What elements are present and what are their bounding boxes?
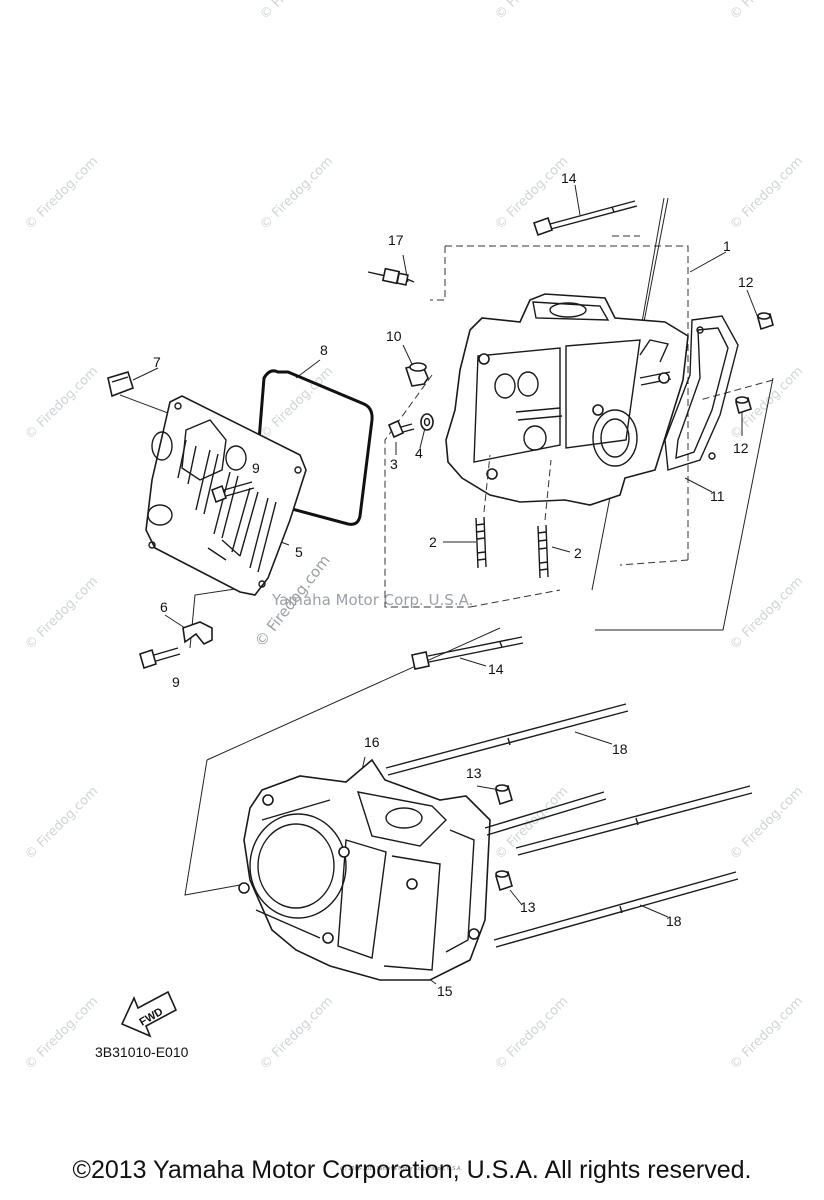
- long-stud-2: [484, 791, 607, 836]
- callout-10: 10: [386, 328, 402, 344]
- callout-18: 18: [666, 913, 682, 929]
- cylinder: [238, 758, 491, 981]
- watermark-inline: Yamaha Motor Corp. U.S.A.: [271, 591, 473, 609]
- callout-8: 8: [320, 342, 328, 358]
- cover-bolt-lower: [139, 647, 181, 670]
- callout-4: 4: [415, 445, 423, 461]
- watermark: © Firedog.com: [727, 994, 806, 1073]
- watermark: © Firedog.com: [257, 994, 336, 1073]
- watermark: © Firedog.com: [22, 994, 101, 1073]
- bracket: [182, 621, 213, 646]
- cap-nut: [404, 362, 429, 387]
- copyright-notice: ©2013 Yamaha Motor Corporation, U.S.A. A…: [72, 1156, 752, 1184]
- watermark: © Firedog.com: [257, 0, 336, 23]
- small-bolt: [387, 419, 415, 439]
- watermark: © Firedog.com: [727, 784, 806, 863]
- watermark: © Firedog.com: [22, 574, 101, 653]
- callout-7: 7: [153, 354, 161, 370]
- fwd-arrow-icon: FWD: [120, 990, 178, 1038]
- callout-13: 13: [520, 899, 536, 915]
- fine-print: (c) 2006-2016 Yamaha Motor Corporation, …: [340, 1166, 462, 1172]
- long-stud-3: [515, 785, 753, 856]
- watermark: © Firedog.com: [727, 154, 806, 233]
- callout-12: 12: [733, 440, 749, 456]
- long-stud-1: [385, 703, 629, 776]
- callout-6: 6: [160, 599, 168, 615]
- callout-13: 13: [466, 765, 482, 781]
- callout-5: 5: [295, 544, 303, 560]
- stud-left: [475, 454, 491, 569]
- cylinder-dowel-lower: [495, 870, 513, 892]
- callout-9: 9: [252, 460, 260, 476]
- callout-14: 14: [561, 170, 577, 186]
- callout-11: 11: [710, 488, 725, 504]
- callout-17: 17: [388, 232, 404, 248]
- diagram-code: 3B31010-E010: [95, 1044, 189, 1060]
- long-stud-4: [493, 871, 739, 948]
- head-assembly-boundary: [384, 235, 774, 608]
- callout-14: 14: [488, 661, 504, 677]
- callout-12: 12: [738, 274, 754, 290]
- cover-gasket: [253, 369, 374, 526]
- cylinder-dowel-upper: [495, 784, 513, 806]
- dowel-pin-lower: [735, 396, 752, 415]
- callout-1: 1: [723, 238, 731, 254]
- breather-plate: [107, 371, 134, 398]
- callout-18: 18: [612, 741, 628, 757]
- long-bolt-bottom: [411, 636, 524, 670]
- stud-right: [537, 459, 552, 579]
- watermark: © Firedog.com: [492, 994, 571, 1073]
- callout-2: 2: [429, 534, 437, 550]
- cylinder-head: [445, 293, 689, 506]
- callout-15: 15: [437, 983, 453, 999]
- watermark: © Firedog.com: [22, 154, 101, 233]
- dowel-pin-upper: [757, 312, 774, 331]
- watermark: © Firedog.com: [22, 364, 101, 443]
- spark-plug: [367, 267, 415, 286]
- callout-labels: 1 2 2 3 4 5 6 7 8 9 9 10 11 12 12 13 13 …: [153, 170, 754, 999]
- washer: [420, 413, 434, 431]
- watermark: © Firedog.com: [727, 0, 806, 23]
- head-gasket: [664, 315, 739, 471]
- callout-3: 3: [390, 456, 398, 472]
- watermark: © Firedog.com: [22, 784, 101, 863]
- watermark: © Firedog.com: [727, 574, 806, 653]
- long-bolt-top: [532, 200, 638, 237]
- callout-16: 16: [364, 734, 380, 750]
- cover-bolt-upper: [211, 481, 255, 504]
- callout-9: 9: [172, 674, 180, 690]
- watermark: © Firedog.com: [492, 0, 571, 23]
- callout-2: 2: [574, 545, 582, 561]
- watermark: © Firedog.com: [257, 154, 336, 233]
